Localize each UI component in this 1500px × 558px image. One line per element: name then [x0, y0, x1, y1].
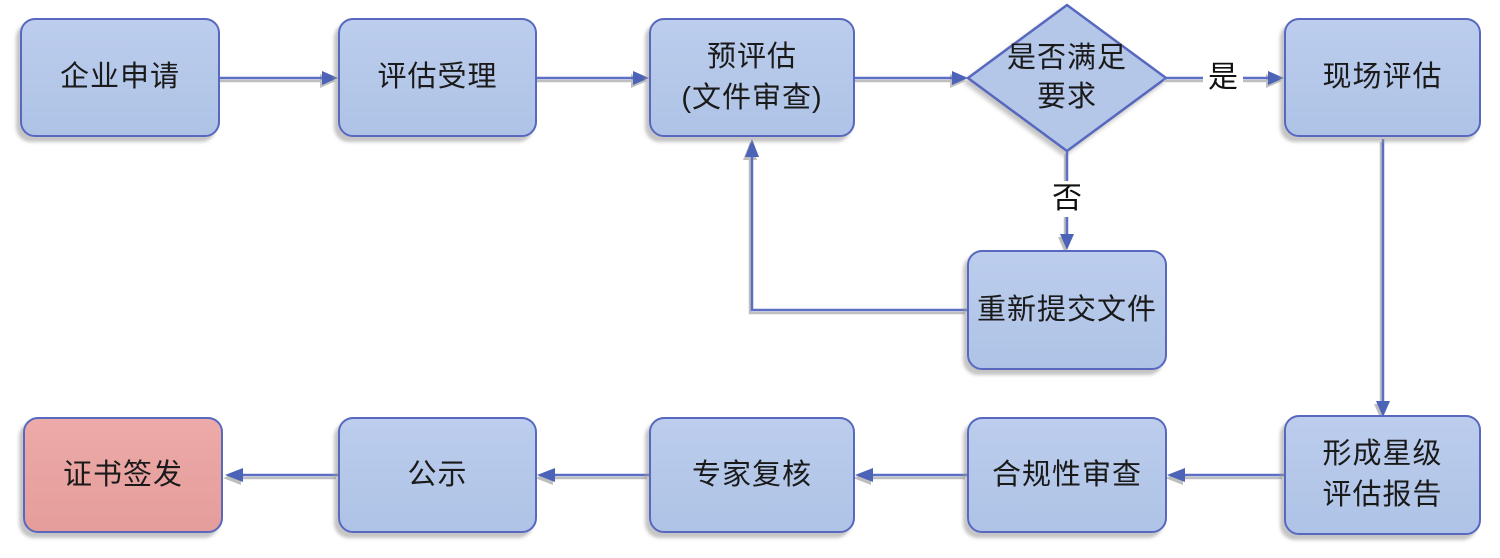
- node-onsite-assessment: 现场评估: [1284, 18, 1481, 137]
- node-certificate-issuance-label: 证书签发: [62, 458, 183, 491]
- node-publicity-label: 公示: [407, 458, 468, 491]
- node-star-rating-report-label: 形成星级 评估报告: [1322, 438, 1443, 511]
- arrow-compliance-to-expert: [855, 468, 967, 482]
- node-decision-label: 是否满足 要求: [1006, 41, 1127, 113]
- arrow-onsite-to-report: [1376, 139, 1390, 417]
- node-onsite-assessment-label: 现场评估: [1322, 61, 1443, 94]
- node-enterprise-application: 企业申请: [20, 18, 220, 137]
- arrow-preassessment-to-decision: [855, 71, 968, 85]
- node-publicity: 公示: [338, 417, 537, 533]
- node-resubmit-documents: 重新提交文件: [967, 250, 1167, 370]
- node-assessment-acceptance-label: 评估受理: [377, 61, 498, 94]
- node-assessment-acceptance: 评估受理: [338, 18, 537, 137]
- node-resubmit-documents-label: 重新提交文件: [976, 293, 1157, 326]
- node-pre-assessment-label: 预评估 (文件审查): [681, 40, 823, 114]
- edge-label-no: 否: [1047, 181, 1087, 217]
- arrow-publicity-to-certificate: [225, 468, 338, 482]
- arrow-resubmit-to-preassessment: [745, 139, 967, 312]
- node-pre-assessment: 预评估 (文件审查): [649, 18, 855, 137]
- node-expert-review-label: 专家复核: [691, 458, 812, 491]
- edge-label-yes: 是: [1203, 60, 1243, 96]
- node-expert-review: 专家复核: [649, 417, 855, 533]
- node-star-rating-report: 形成星级 评估报告: [1284, 415, 1481, 535]
- node-compliance-review-label: 合规性审查: [991, 458, 1142, 491]
- arrow-accept-to-preassessment: [537, 71, 649, 85]
- arrow-apply-to-accept: [220, 71, 338, 85]
- node-certificate-issuance: 证书签发: [23, 417, 223, 533]
- node-compliance-review: 合规性审查: [967, 417, 1167, 533]
- arrow-report-to-compliance: [1167, 468, 1284, 482]
- node-enterprise-application-label: 企业申请: [59, 61, 180, 94]
- arrow-expert-to-publicity: [537, 468, 649, 482]
